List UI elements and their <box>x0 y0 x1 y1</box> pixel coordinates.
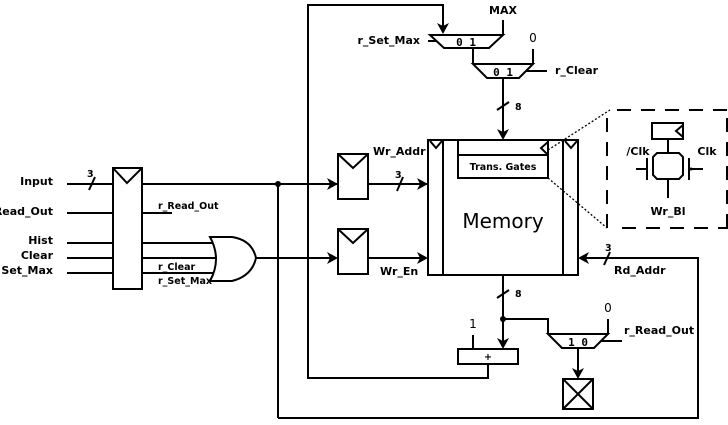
mux-set-max-select-label: r_Set_Max <box>357 34 420 47</box>
mux-clear <box>470 63 536 79</box>
adder-in-arrow <box>497 338 509 349</box>
memory-block <box>427 139 579 276</box>
input-register <box>112 167 143 290</box>
mux-read-out-select-label: r_Read_Out <box>624 324 694 337</box>
rd-addr-label: Rd_Addr <box>614 264 666 277</box>
input-wires <box>67 176 113 274</box>
hist-label: Hist <box>28 234 53 247</box>
max-label: MAX <box>489 4 517 17</box>
trans-gates-label: Trans. Gates <box>470 162 537 173</box>
memory-label: Memory <box>462 209 544 233</box>
read-out-label: Read_Out <box>0 205 53 218</box>
r-read-out-label: r_Read_Out <box>158 201 219 212</box>
mem-in-slash <box>496 101 510 111</box>
wr-addr-in-arrow <box>327 178 338 190</box>
or-gate <box>208 236 258 282</box>
mux-out-in-wire <box>503 318 549 334</box>
wr-addr-register <box>337 153 369 200</box>
mux-clear-select-label: r_Clear <box>555 64 599 77</box>
wr-en-in-arrow <box>327 252 338 264</box>
nclk-label: /Clk <box>626 145 650 158</box>
mem-out-width: 8 <box>515 289 522 300</box>
mem-in-width: 8 <box>515 102 522 113</box>
mux-set-max <box>427 34 506 49</box>
rd-addr-width: 3 <box>605 243 612 254</box>
r-clear-label: r_Clear <box>158 262 196 273</box>
adder-const: 1 <box>469 317 477 331</box>
wr-addr-out-arrow <box>417 178 428 190</box>
wr-en-register <box>337 228 369 275</box>
clear-label: Clear <box>21 249 54 262</box>
mux-clear-sel: 0 1 <box>493 66 513 79</box>
adder-op: + <box>484 352 492 363</box>
detail-callout-box <box>606 109 728 229</box>
input-bus-width: 3 <box>87 169 94 180</box>
rd-addr-arrow <box>578 252 589 264</box>
wr-bl-label: Wr_Bl <box>650 205 685 218</box>
clk-label: Clk <box>697 145 717 158</box>
mem-in-arrow <box>497 129 509 140</box>
set-max-label: Set_Max <box>1 264 53 277</box>
callout-line-top <box>547 109 611 151</box>
wr-en-label: Wr_En <box>380 265 418 278</box>
output-port <box>562 378 594 410</box>
adder <box>457 348 519 365</box>
mux-read-out-sel: 1 0 <box>568 336 588 349</box>
adder-feedback-wire <box>307 4 489 379</box>
mux-out-const: 0 <box>604 301 612 315</box>
rd-addr-wire <box>278 257 699 419</box>
r-set-max-label: r_Set_Max <box>158 276 212 287</box>
mux-read-out <box>545 333 611 349</box>
callout-line-bottom <box>547 177 608 229</box>
mux-top-in-arrow <box>437 23 449 34</box>
wr-addr-label: Wr_Addr <box>373 145 426 158</box>
input-bus-slash <box>88 176 96 191</box>
transmission-gate <box>636 122 703 198</box>
mux-set-max-sel: 0 1 <box>456 36 476 49</box>
trans-gates-block <box>457 139 549 179</box>
mux-clear-const: 0 <box>529 31 537 45</box>
wr-addr-width: 3 <box>395 170 402 181</box>
wr-addr-bus-slash <box>396 176 404 192</box>
output-arrow <box>572 368 584 379</box>
wr-en-out-arrow <box>417 252 428 264</box>
mem-out-slash <box>496 289 510 299</box>
rd-addr-slash <box>603 251 611 266</box>
input-label: Input <box>20 175 53 188</box>
